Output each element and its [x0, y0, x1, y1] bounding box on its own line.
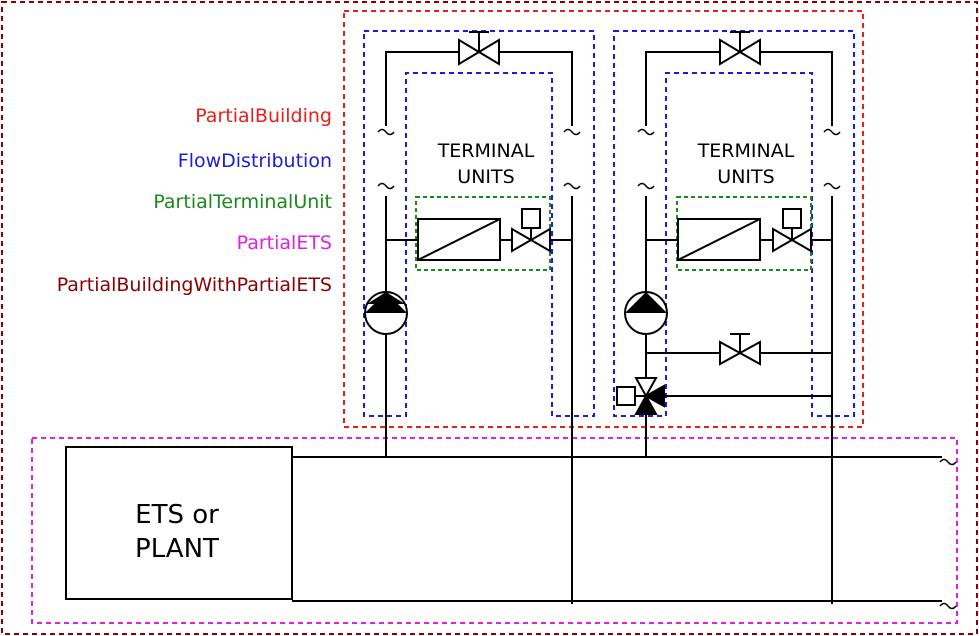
pipe-break-symbols	[377, 128, 957, 610]
break-tilde-icon	[377, 128, 395, 136]
flow-distribution-boundary-right	[613, 30, 855, 417]
legend-flow-distribution: FlowDistribution	[178, 150, 332, 172]
legend-partial-building: PartialBuilding	[195, 105, 332, 127]
terminal-units-left-line1: TERMINAL	[437, 140, 535, 162]
break-tilde-icon	[563, 128, 581, 136]
right-loop-pipes	[645, 51, 833, 604]
ets-label-line2: PLANT	[135, 534, 219, 564]
break-tilde-icon	[563, 182, 581, 190]
main-supply-return-pipes	[292, 456, 942, 602]
break-tilde-icon	[637, 128, 655, 136]
pump-left-icon	[364, 291, 408, 335]
control-valve-right-icon	[760, 208, 812, 253]
heat-exchanger-right-icon	[677, 218, 761, 261]
break-tilde-icon	[939, 602, 957, 610]
three-way-valve-icon	[616, 377, 665, 415]
ets-plant-box	[65, 446, 293, 600]
terminal-units-right-line1: TERMINAL	[697, 140, 795, 162]
legend-partial-terminal-unit: PartialTerminalUnit	[153, 191, 332, 213]
terminal-units-left-line2: UNITS	[457, 166, 514, 188]
terminal-units-right-line2: UNITS	[717, 166, 774, 188]
left-loop-pipes	[385, 51, 573, 604]
break-tilde-icon	[823, 128, 841, 136]
break-tilde-icon	[637, 182, 655, 190]
bypass-valve-left-icon	[458, 31, 500, 66]
heat-exchanger-left-icon	[417, 218, 501, 261]
legend-partial-ets: PartialETS	[237, 232, 332, 254]
ets-label-line1: ETS or	[135, 500, 219, 530]
break-tilde-icon	[939, 458, 957, 466]
bypass-valve-right-icon	[719, 31, 761, 66]
break-tilde-icon	[377, 182, 395, 190]
break-tilde-icon	[823, 182, 841, 190]
legend-partial-building-with-partial-ets: PartialBuildingWithPartialETS	[57, 274, 332, 296]
control-valve-left-icon	[500, 208, 551, 253]
partial-ets-boundary	[31, 437, 958, 624]
pump-right-icon	[624, 291, 668, 335]
flow-distribution-boundary-left	[363, 30, 595, 417]
bypass-valve-lower-icon	[719, 333, 761, 366]
